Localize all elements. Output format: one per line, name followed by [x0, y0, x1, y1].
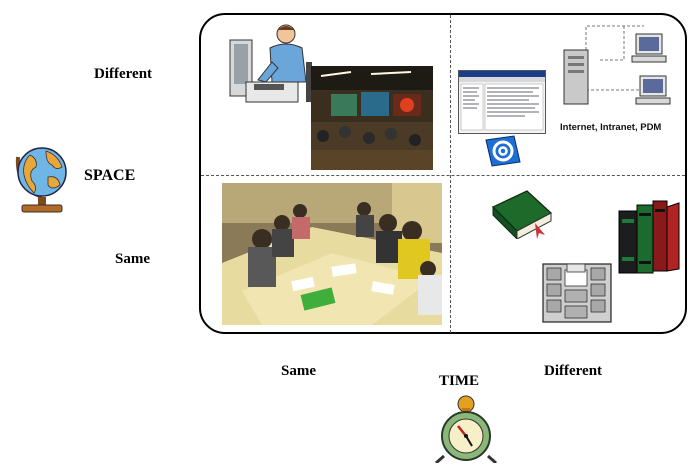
horizontal-divider	[201, 175, 685, 176]
globe-icon	[8, 137, 78, 215]
network-caption: Internet, Intranet, PDM	[560, 122, 662, 133]
alarm-clock-icon	[432, 394, 502, 465]
quadrant-frame	[199, 13, 687, 334]
col-label-same: Same	[281, 363, 316, 379]
col-label-different: Different	[544, 363, 603, 379]
row-label-different: Different	[94, 66, 153, 82]
email-icon	[484, 134, 522, 168]
book-icon	[489, 187, 555, 239]
time-axis-title: TIME	[439, 373, 480, 389]
space-axis-title: SPACE	[84, 167, 136, 184]
row-label-same: Same	[115, 251, 150, 267]
software-window-screenshot	[458, 70, 546, 134]
engineer-at-workstation-icon	[226, 22, 318, 108]
vertical-divider	[450, 15, 451, 333]
filing-cabinet-icon	[541, 260, 613, 324]
meeting-room-photo	[222, 183, 442, 325]
control-room-photo	[311, 66, 433, 170]
books-icon	[617, 199, 681, 277]
computer-network-icon	[560, 20, 676, 114]
